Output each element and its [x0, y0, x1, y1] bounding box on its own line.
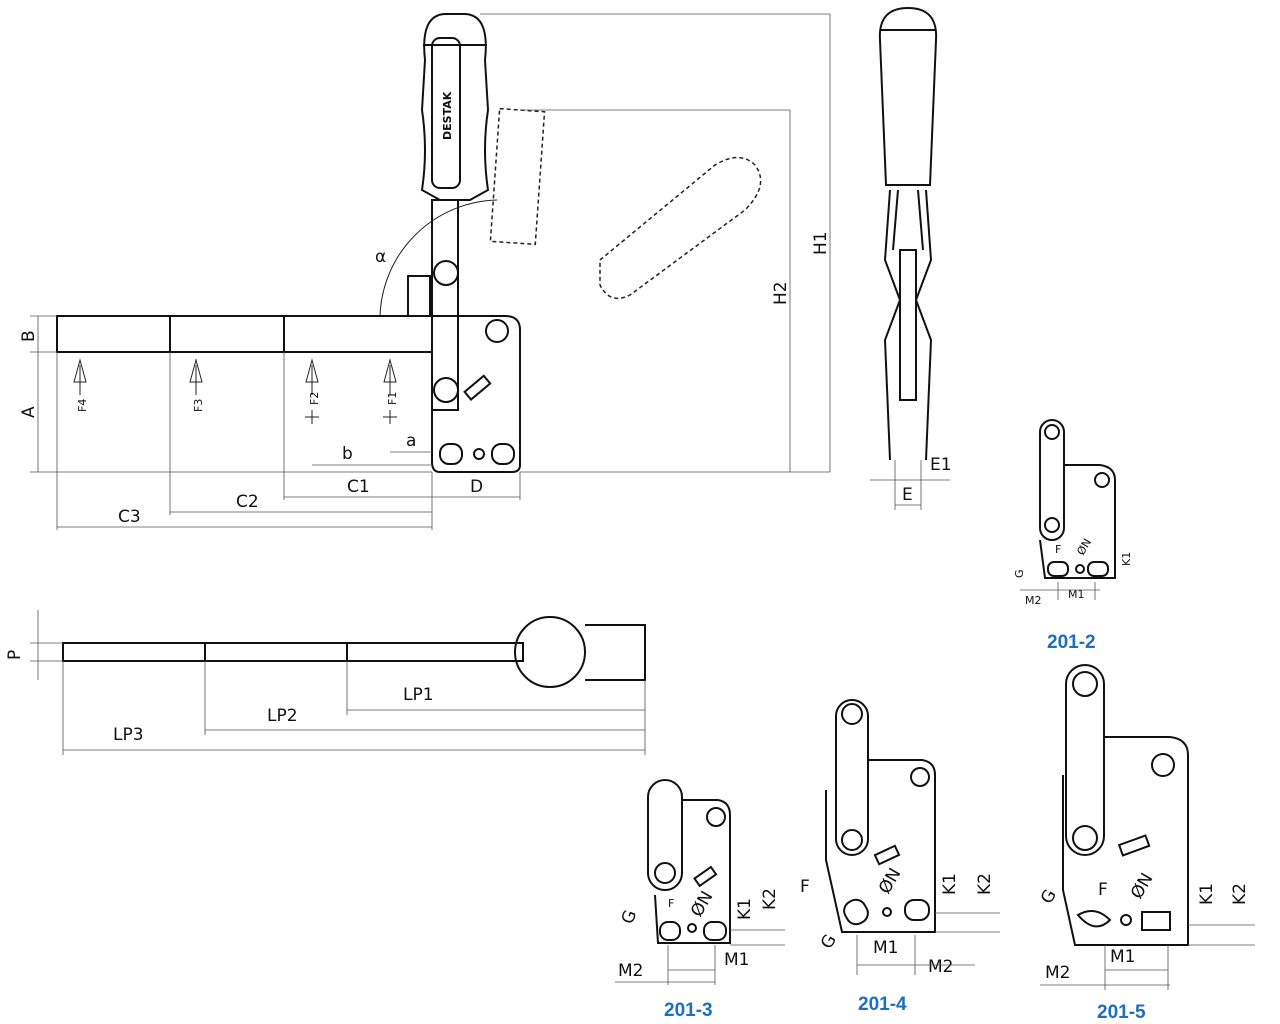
dim-e: E — [902, 485, 913, 505]
dim-e1: E1 — [930, 455, 952, 475]
caption-201-5: 201-5 — [1097, 1002, 1146, 1023]
v3-m2: M2 — [618, 961, 643, 981]
dim-lp3: LP3 — [113, 725, 144, 745]
v4-m1: M1 — [873, 938, 898, 958]
force-arrows — [73, 358, 397, 424]
v3-k2: K2 — [760, 888, 780, 910]
variant-201-3: F ØN G K1 K2 M1 M2 201-3 — [615, 779, 785, 1021]
v5-k2: K2 — [1230, 883, 1250, 905]
force-f2: F2 — [308, 392, 321, 405]
v5-f: F — [1098, 880, 1108, 900]
top-view: P LP1 LP2 LP3 — [5, 610, 646, 755]
v5-k1: K1 — [1197, 883, 1217, 905]
variant-201-5: F ØN G K1 K2 M1 M2 201-5 — [1037, 664, 1255, 1023]
v2-k1: K1 — [1120, 552, 1133, 566]
v3-f: F — [668, 897, 674, 910]
force-f4: F4 — [76, 399, 89, 412]
v2-f: F — [1055, 543, 1061, 556]
v4-m2: M2 — [928, 957, 953, 977]
dim-a-upper: A — [19, 406, 39, 418]
logo-text: DESTAK — [441, 91, 454, 140]
handle: DESTAK — [420, 13, 490, 411]
variant-201-2: F ØN G K1 M1 M2 201-2 — [1013, 419, 1133, 653]
v4-k1: K1 — [940, 873, 960, 895]
v5-n: ØN — [1127, 870, 1157, 903]
main-view: DESTAK α F4 F3 F2 F1 — [19, 13, 831, 530]
dim-p: P — [5, 650, 25, 660]
dim-b-lower: b — [342, 444, 353, 464]
dim-lp2: LP2 — [267, 706, 298, 726]
v2-m1: M1 — [1068, 588, 1085, 601]
dim-c1: C1 — [347, 477, 370, 497]
v5-m1: M1 — [1110, 947, 1135, 967]
side-view: E1 E — [870, 6, 952, 510]
v5-m2: M2 — [1045, 963, 1070, 983]
alpha-label: α — [375, 247, 386, 267]
v4-f: F — [800, 877, 810, 897]
dim-c2: C2 — [236, 492, 259, 512]
v2-m2: M2 — [1025, 594, 1042, 607]
arm-bar — [56, 315, 433, 353]
dim-c3: C3 — [118, 507, 141, 527]
caption-201-3: 201-3 — [664, 1000, 713, 1021]
v4-n: ØN — [875, 865, 905, 898]
dim-lp1: LP1 — [403, 685, 434, 705]
v4-k2: K2 — [975, 873, 995, 895]
dim-b: B — [19, 330, 39, 342]
v2-g: G — [1013, 569, 1026, 578]
v3-m1: M1 — [724, 950, 749, 970]
variant-201-4: F ØN G K1 K2 M1 M2 201-4 — [800, 699, 1000, 1015]
force-f1: F1 — [386, 392, 399, 405]
v3-k1: K1 — [735, 898, 755, 920]
v4-g: G — [817, 931, 841, 952]
v3-n: ØN — [687, 888, 717, 921]
dimension-lines — [30, 13, 831, 530]
dim-h1: H1 — [811, 231, 831, 255]
force-f3: F3 — [192, 399, 205, 412]
v3-g: G — [618, 907, 641, 926]
caption-201-4: 201-4 — [858, 994, 907, 1015]
v5-g: G — [1037, 886, 1061, 907]
dim-a: a — [406, 431, 416, 451]
caption-201-2: 201-2 — [1047, 632, 1096, 653]
dim-d: D — [470, 477, 483, 497]
dim-h2: H2 — [771, 281, 791, 305]
v2-n: ØN — [1074, 536, 1094, 557]
